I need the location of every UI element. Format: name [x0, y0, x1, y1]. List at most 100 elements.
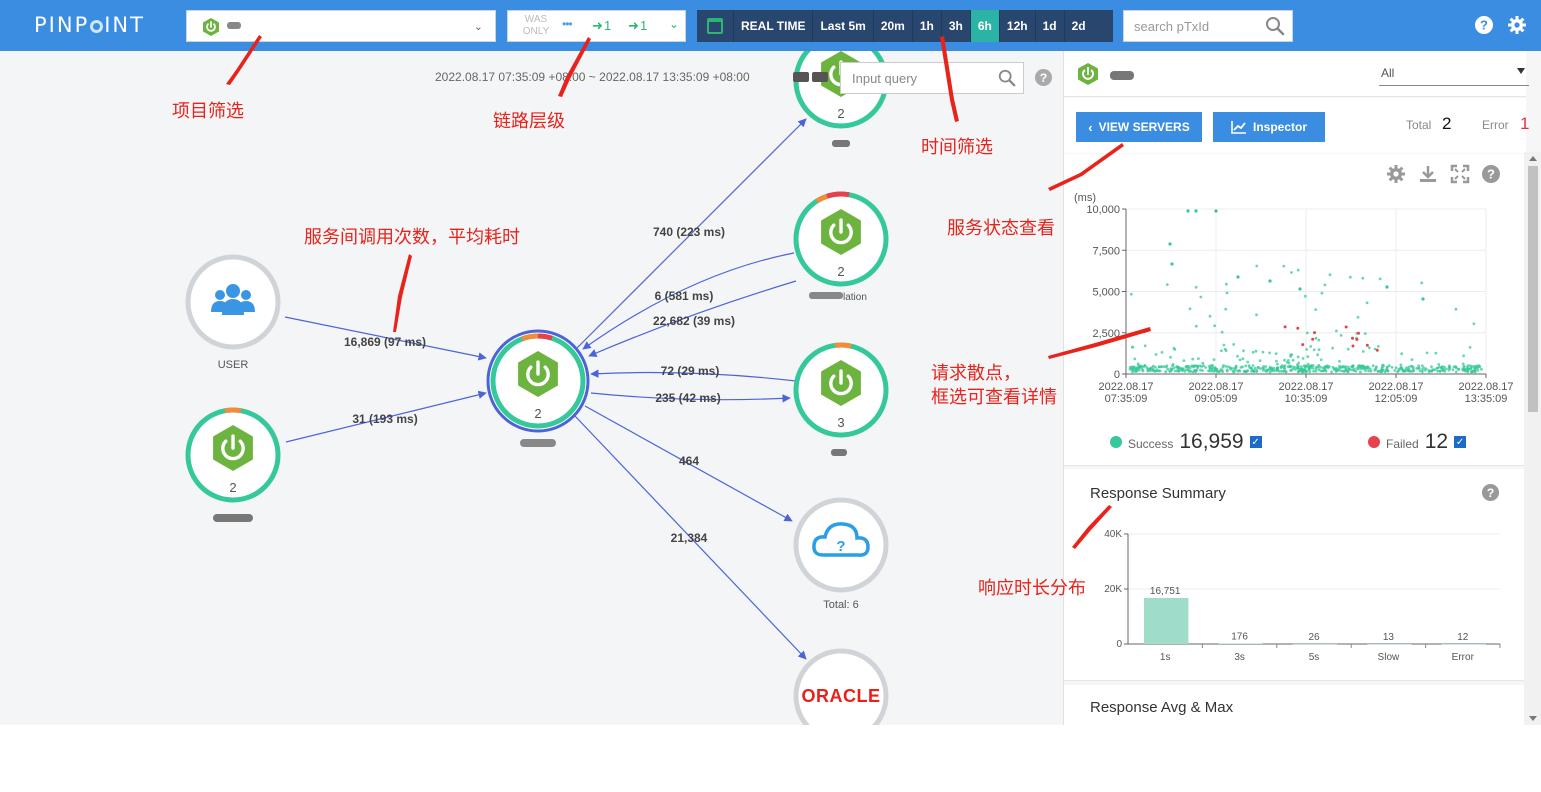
help-icon[interactable]: ?	[1034, 68, 1053, 87]
gear-icon[interactable]	[1507, 15, 1527, 35]
server-map-canvas[interactable]: 16,869 (97 ms) 31 (193 ms) 740 (223 ms) …	[0, 51, 1063, 725]
panel-scrollbar[interactable]	[1524, 152, 1541, 725]
link-level-selector[interactable]: WAS ONLY ••• ➜ 1 ➜ 1 ⌄	[507, 10, 686, 42]
edge-label-mid1-center-b[interactable]: 22,682 (39 ms)	[653, 314, 735, 328]
search-icon[interactable]	[997, 68, 1017, 88]
bar-data-label: 176	[1231, 632, 1248, 643]
help-icon[interactable]: ?	[1481, 483, 1500, 502]
time-button-6h[interactable]: 6h	[969, 10, 999, 42]
time-button-1h[interactable]: 1h	[911, 10, 941, 42]
scroll-up-arrow-icon[interactable]	[1529, 156, 1537, 161]
calendar-button[interactable]	[697, 10, 733, 42]
txid-search-input[interactable]	[1124, 11, 1262, 41]
application-select[interactable]: ⌄	[186, 10, 496, 42]
edge-left-center[interactable]	[285, 390, 487, 443]
download-icon[interactable]	[1418, 164, 1438, 184]
node-unknown-cloud[interactable]: ? Total: 6	[793, 497, 889, 611]
gear-icon[interactable]	[1386, 164, 1406, 184]
scatter-point	[1233, 368, 1237, 372]
node-filter-toggle-icon[interactable]	[793, 71, 829, 83]
scatter-points[interactable]	[1128, 209, 1483, 374]
bar-error[interactable]	[1441, 643, 1486, 645]
help-icon[interactable]: ?	[1474, 15, 1494, 35]
scatter-point	[1302, 364, 1306, 368]
edge-center-top[interactable]	[575, 118, 807, 350]
bar-category-label: Slow	[1378, 652, 1400, 663]
scatter-point	[1241, 357, 1245, 361]
map-query-input[interactable]	[841, 63, 991, 93]
bar-3s[interactable]	[1218, 643, 1263, 645]
time-button-2d[interactable]: 2d	[1063, 10, 1093, 42]
edge-user-center[interactable]	[284, 316, 487, 361]
scroll-down-arrow-icon[interactable]	[1529, 716, 1537, 721]
scatter-point	[1430, 365, 1433, 369]
scatter-point	[1139, 364, 1143, 368]
scatter-point	[1247, 364, 1251, 368]
node-oracle-db[interactable]: ORACLE	[793, 648, 889, 725]
node-center-app[interactable]: 2	[486, 329, 590, 447]
failed-checkbox[interactable]: ✓	[1454, 436, 1467, 448]
scatter-chart[interactable]: (ms) 10,0007,5005,0002,50002022.08.1707:…	[1064, 184, 1526, 424]
server-map[interactable]: 16,869 (97 ms) 31 (193 ms) 740 (223 ms) …	[0, 51, 1063, 725]
edge-label-center-unknown[interactable]: 464	[679, 454, 699, 468]
bar-slow[interactable]	[1367, 643, 1412, 645]
time-button-20m[interactable]: 20m	[872, 10, 912, 42]
bar-1s[interactable]	[1144, 597, 1189, 644]
time-button-real-time[interactable]: REAL TIME	[733, 10, 812, 42]
was-only-toggle[interactable]: WAS ONLY	[522, 14, 550, 37]
node-mid2-app[interactable]: 3	[793, 342, 889, 456]
edge-label-center-oracle[interactable]: 21,384	[671, 531, 708, 545]
scatter-point	[1407, 369, 1410, 373]
scatter-point	[1400, 352, 1404, 356]
fullscreen-icon[interactable]	[1450, 164, 1470, 184]
calendar-icon	[707, 18, 723, 34]
help-icon[interactable]: ?	[1481, 164, 1501, 184]
node-user[interactable]: USER	[185, 254, 281, 371]
oracle-logo-text: ORACLE	[802, 686, 881, 706]
time-button-last-5m[interactable]: Last 5m	[812, 10, 872, 42]
scatter-point	[1236, 354, 1239, 358]
scatter-point	[1434, 351, 1438, 355]
edge-mid2-center[interactable]	[590, 369, 797, 382]
bar-5s[interactable]	[1292, 643, 1338, 645]
edge-mid1-center-b[interactable]	[588, 280, 797, 357]
scatter-failed-point	[1296, 326, 1300, 330]
bar-marks[interactable]	[1144, 597, 1486, 645]
time-button-3h[interactable]: 3h	[940, 10, 970, 42]
edge-label-mid1-center-a[interactable]: 6 (581 ms)	[655, 289, 714, 303]
scatter-point	[1218, 370, 1221, 373]
node-mid1-count: 2	[837, 264, 844, 279]
inspector-button[interactable]: Inspector	[1213, 112, 1325, 142]
outbound-level[interactable]: ➜ 1	[628, 18, 647, 34]
time-button-1d[interactable]: 1d	[1034, 10, 1064, 42]
scatter-point	[1365, 301, 1369, 305]
edge-label-mid2-center[interactable]: 72 (29 ms)	[661, 364, 720, 378]
node-mid1-app[interactable]: 2 lation	[793, 191, 889, 303]
scatter-point	[1342, 369, 1345, 373]
view-servers-label: VIEW SERVERS	[1098, 120, 1190, 134]
edge-mid1-center-a[interactable]	[582, 252, 795, 350]
edge-label-center-top[interactable]: 740 (223 ms)	[653, 225, 725, 239]
time-button-12h[interactable]: 12h	[998, 10, 1035, 42]
chevron-left-icon: ‹	[1088, 119, 1093, 135]
edge-center-unknown[interactable]	[584, 405, 793, 522]
agent-filter-select[interactable]: All	[1379, 62, 1529, 86]
scatter-x-tick-date: 2022.08.17	[1188, 381, 1243, 393]
success-checkbox[interactable]: ✓	[1249, 436, 1262, 448]
edge-label-center-mid2[interactable]: 235 (42 ms)	[655, 391, 720, 405]
search-icon[interactable]	[1264, 15, 1286, 37]
edge-center-oracle[interactable]	[574, 415, 807, 660]
edge-label-left-center[interactable]: 31 (193 ms)	[352, 412, 417, 426]
edge-label-user-center[interactable]: 16,869 (97 ms)	[344, 335, 426, 349]
scatter-point	[1422, 366, 1426, 370]
inbound-level[interactable]: ➜ 1	[592, 18, 611, 34]
failed-count: 12	[1424, 430, 1449, 453]
edge-center-mid2[interactable]	[590, 392, 791, 403]
scrollbar-thumb[interactable]	[1528, 166, 1538, 412]
node-left-app[interactable]: 2	[185, 407, 281, 522]
view-servers-button[interactable]: ‹ VIEW SERVERS	[1076, 112, 1202, 142]
scatter-point	[1208, 314, 1212, 318]
